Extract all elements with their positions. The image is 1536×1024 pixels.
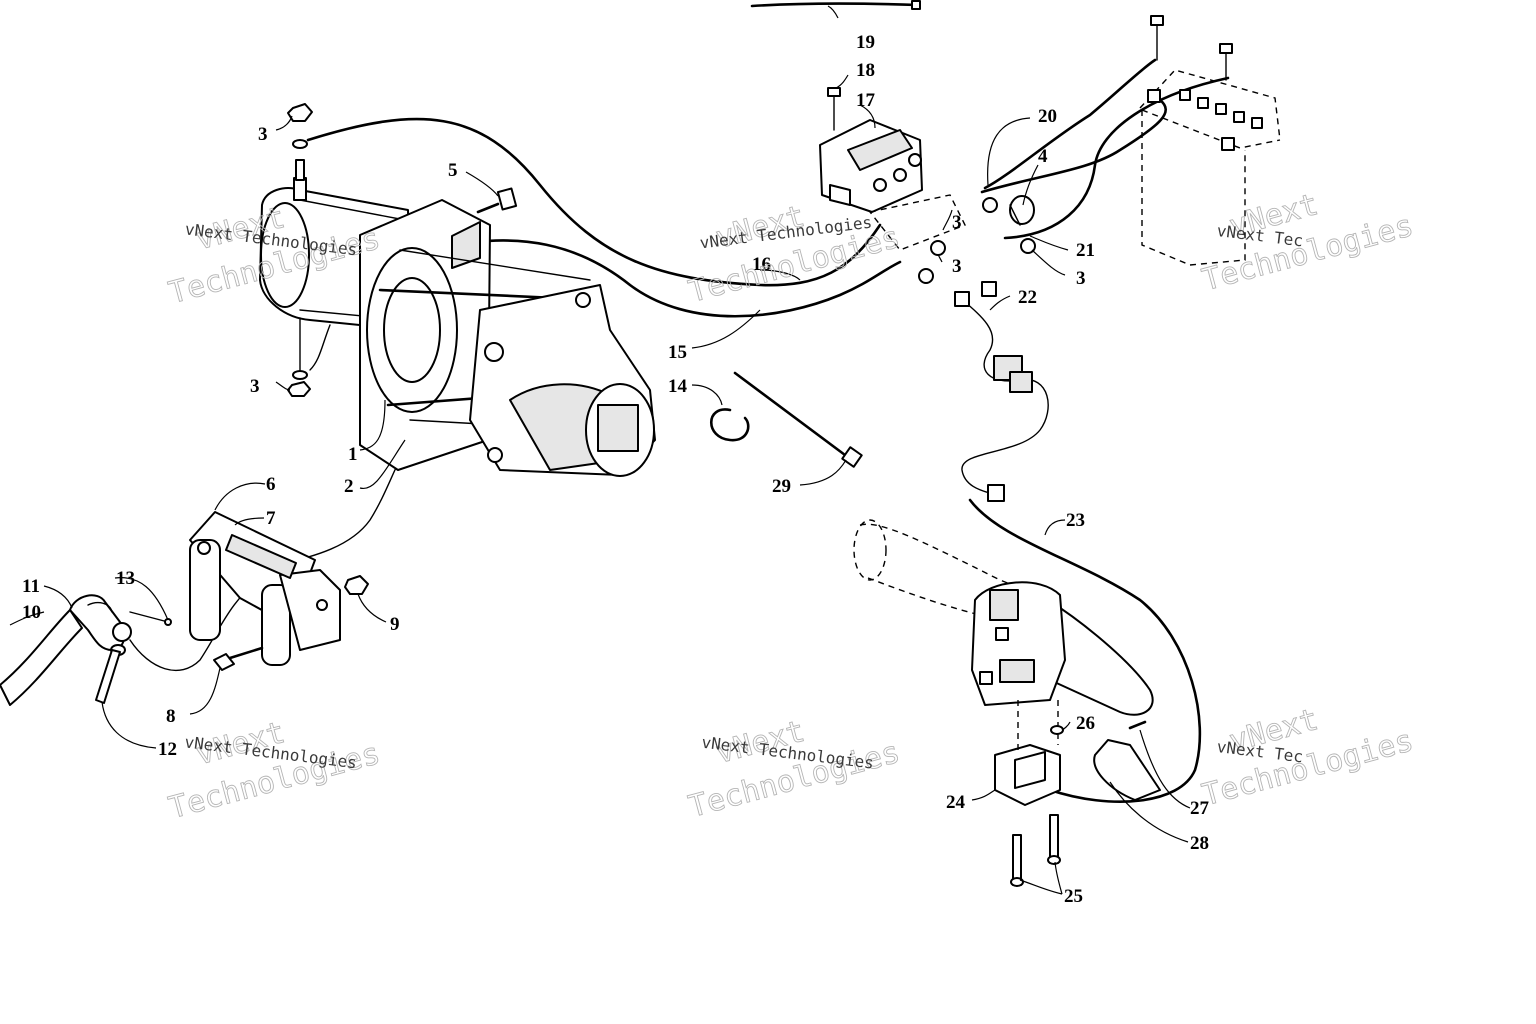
callout-3-solenoid-lower: 3 [952,256,962,277]
battery-cable-21 [1003,76,1230,240]
power-cable-15 [438,239,902,318]
bolt-5 [476,187,518,214]
battery-cable-20 [980,98,1167,194]
callout-17: 17 [856,90,876,111]
callout-1: 1 [348,444,358,465]
clip-28 [1093,739,1161,801]
callout-20: 20 [1038,106,1057,127]
bolt-8 [213,646,264,671]
leader-lines [9,5,1191,895]
ground-cable [309,324,331,371]
callout-12: 12 [158,739,177,760]
clevis-pin-12 [95,644,126,704]
callout-11: 11 [22,576,40,597]
callout-29: 29 [772,476,791,497]
callout-24: 24 [946,792,966,813]
winch-hook-11 [69,594,132,651]
callout-7: 7 [266,508,276,529]
solenoid-17 [819,87,966,251]
callout-23: 23 [1066,510,1085,531]
callout-16: 16 [752,254,771,275]
cables [129,58,1230,803]
callout-18: 18 [856,60,875,81]
callout-21: 21 [1076,240,1095,261]
switch-housing [971,581,1066,706]
winch-assembly-1 [259,159,656,477]
callout-22: 22 [1018,287,1037,308]
nut-3-lower [287,381,311,397]
callout-28: 28 [1190,833,1209,854]
nut-9 [344,575,369,595]
hook-strap-10 [0,609,83,706]
handlebar-grip [853,519,1154,716]
battery [1139,15,1281,266]
callout-3-motor-top: 3 [258,124,268,145]
callout-2: 2 [344,476,354,497]
terminal-nuts-3 [918,197,1036,284]
hose-clamp-14 [709,408,750,442]
callout-8: 8 [166,706,176,727]
callout-4: 4 [1038,146,1048,167]
callout-19: 19 [856,32,875,53]
callout-25: 25 [1064,886,1083,907]
connectors-22 [954,281,1033,502]
callout-5: 5 [448,160,458,181]
callout-26: 26 [1076,713,1095,734]
harness-22 [957,295,1049,496]
boot-4 [1009,195,1035,226]
nut-3-top [287,103,313,149]
battery-cable-20b [983,58,1157,190]
switch-bracket-24 [994,700,1061,806]
washer-26 [1050,725,1064,735]
callout-10: 10 [22,602,41,623]
roller-fairlead-6 [189,511,341,666]
callout-3-solenoid-upper: 3 [952,212,962,233]
cable-tie-19 [750,0,921,10]
callout-27: 27 [1190,798,1210,819]
power-cable-16 [306,117,882,287]
mounting-tie-29 [733,371,863,468]
callout-3-motor-bottom: 3 [250,376,260,397]
screws-25 [1010,814,1061,887]
switch-cable-23 [968,498,1202,803]
winch-rope-2b [129,577,263,671]
callout-13: 13 [116,568,135,589]
callout-15: 15 [668,342,687,363]
callout-9: 9 [390,614,400,635]
callout-14: 14 [668,376,688,397]
callout-3-battery: 3 [1076,268,1086,289]
screw-27 [1128,720,1147,730]
callout-6: 6 [266,474,276,495]
callouts: 1 2 3 3 3 3 3 4 5 6 7 8 9 10 11 12 13 14… [22,32,1210,907]
